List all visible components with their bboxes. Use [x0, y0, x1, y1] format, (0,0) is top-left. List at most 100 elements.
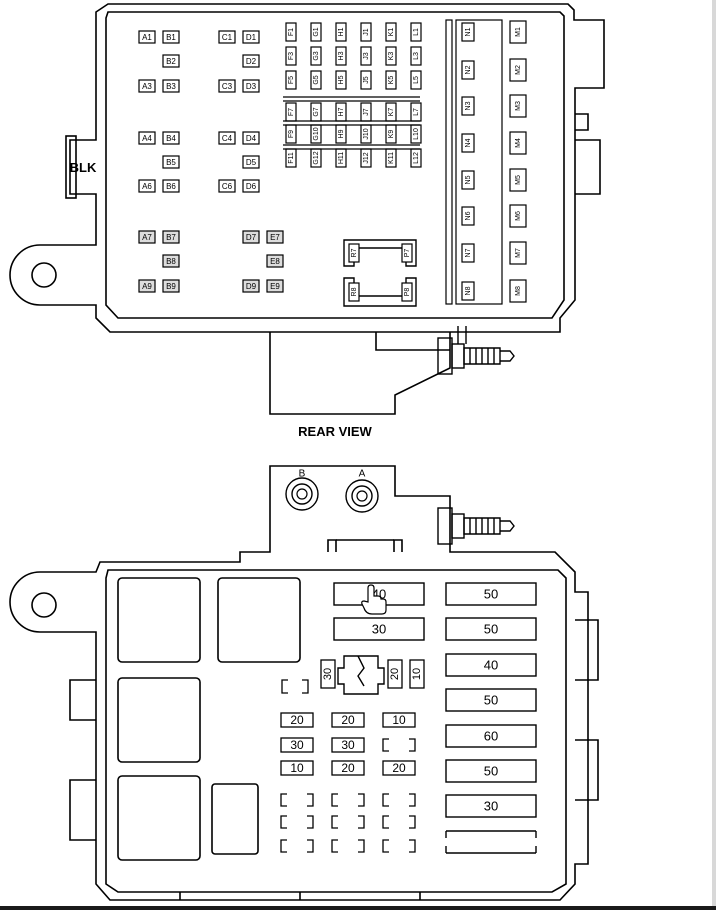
socket-b5: B5: [162, 155, 180, 169]
socket-label: K3: [388, 52, 395, 61]
stud-b: B: [285, 469, 319, 511]
socket-label: G7: [313, 107, 320, 116]
socket-label: G10: [313, 127, 320, 140]
socket-d7: D7: [242, 230, 260, 244]
socket-label: D4: [246, 134, 257, 143]
socket-label: J3: [363, 52, 370, 60]
socket-label: M2: [515, 65, 522, 75]
mini-fuse-rating: 20: [290, 713, 304, 727]
socket-d5: D5: [242, 155, 260, 169]
maxi-fuse-rating: 30: [372, 621, 386, 636]
large-fuse-rating: 50: [484, 621, 498, 636]
stud-a: A: [345, 469, 379, 513]
empty-fuse-socket: [281, 679, 309, 694]
socket-b8: B8: [162, 254, 180, 268]
socket-h9: H9: [335, 124, 347, 144]
socket-label: L1: [413, 28, 420, 36]
socket-label: E9: [270, 282, 280, 291]
socket-m6: M6: [509, 204, 527, 228]
mini-fuse: 10: [280, 760, 314, 776]
mini-fuse: [382, 839, 416, 853]
maxi-fuse: 30: [333, 617, 425, 641]
socket-label: A6: [142, 182, 152, 191]
socket-e7: E7: [266, 230, 284, 244]
socket-label: M7: [515, 248, 522, 258]
socket-label: L7: [413, 108, 420, 116]
center-relay: [337, 655, 385, 695]
socket-a7: A7: [138, 230, 156, 244]
bus-bar-lines: [283, 19, 503, 305]
mini-fuse: [382, 815, 416, 829]
socket-f3: F3: [285, 46, 297, 66]
socket-label: N6: [465, 211, 472, 220]
socket-label: L12: [413, 152, 420, 164]
socket-b3: B3: [162, 79, 180, 93]
socket-a6: A6: [138, 179, 156, 193]
mini-fuse: [280, 839, 314, 853]
socket-j10: J10: [360, 124, 372, 144]
socket-label: N7: [465, 248, 472, 257]
socket-h3: H3: [335, 46, 347, 66]
relay-label: R8: [351, 287, 358, 296]
socket-label: J10: [363, 128, 370, 139]
mini-fuse-rating: 20: [389, 668, 401, 680]
socket-label: F9: [288, 130, 295, 138]
large-fuse-rating: 60: [484, 728, 498, 743]
mini-fuse-rating: 30: [290, 738, 304, 752]
socket-label: D9: [246, 282, 257, 291]
vertical-mini-fuse: 10: [409, 659, 425, 689]
socket-l3: L3: [410, 46, 422, 66]
socket-label: D7: [246, 233, 257, 242]
socket-e8: E8: [266, 254, 284, 268]
relay-blocks: [117, 577, 301, 861]
socket-b6: B6: [162, 179, 180, 193]
large-fuse: [445, 830, 537, 854]
socket-k3: K3: [385, 46, 397, 66]
socket-label: A3: [142, 82, 152, 91]
socket-label: C4: [222, 134, 233, 143]
socket-j3: J3: [360, 46, 372, 66]
socket-g12: G12: [310, 148, 322, 168]
socket-label: A7: [142, 233, 152, 242]
socket-m4: M4: [509, 131, 527, 155]
socket-label: N3: [465, 101, 472, 110]
socket-label: K1: [388, 28, 395, 37]
socket-label: B3: [166, 82, 176, 91]
mini-fuse-rating: 20: [392, 761, 406, 775]
relay-label: P8: [404, 288, 411, 297]
socket-l12: L12: [410, 148, 422, 168]
socket-f11: F11: [285, 148, 297, 168]
socket-b4: B4: [162, 131, 180, 145]
mini-fuse: 20: [331, 760, 365, 776]
mini-fuse-rating: 20: [341, 713, 355, 727]
mini-fuse-rating: 30: [322, 668, 334, 680]
front-stud-bolt: [437, 507, 515, 545]
stud-label: A: [359, 469, 366, 480]
socket-n7: N7: [461, 243, 475, 263]
socket-label: K5: [388, 76, 395, 85]
socket-label: B7: [166, 233, 176, 242]
mini-fuse: 20: [382, 760, 416, 776]
socket-m2: M2: [509, 58, 527, 82]
socket-b2: B2: [162, 54, 180, 68]
socket-h5: H5: [335, 70, 347, 90]
socket-label: N2: [465, 65, 472, 74]
socket-label: N4: [465, 138, 472, 147]
socket-label: J5: [363, 76, 370, 84]
socket-label: A4: [142, 134, 152, 143]
socket-label: B6: [166, 182, 176, 191]
socket-n8: N8: [461, 281, 475, 301]
socket-h1: H1: [335, 22, 347, 42]
large-fuse-rating: 40: [484, 657, 498, 672]
socket-a9: A9: [138, 279, 156, 293]
socket-c3: C3: [218, 79, 236, 93]
large-fuse: 40: [445, 653, 537, 677]
large-fuse-rating: 30: [484, 798, 498, 813]
